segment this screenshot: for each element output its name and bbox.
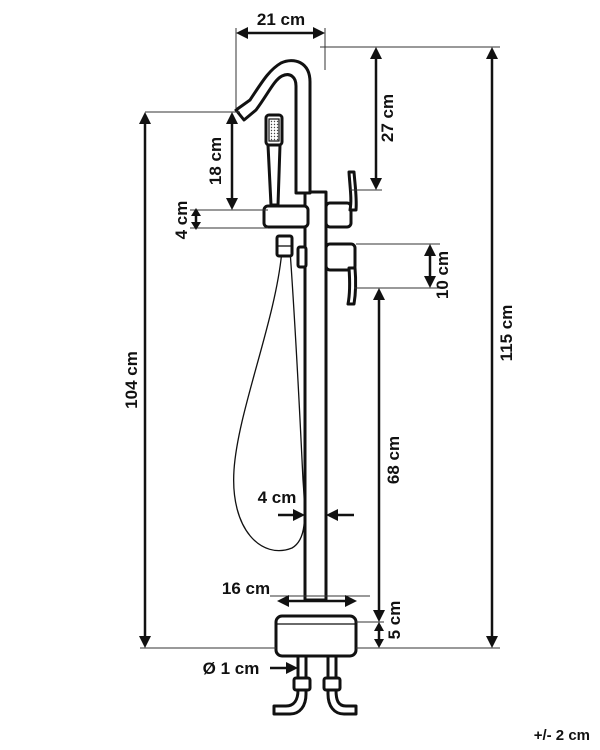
label-lower-lever-height: 68 cm [384,436,403,484]
floor-base [274,614,358,658]
lower-diverter-lever [296,242,358,306]
supply-pipes [272,654,358,716]
upper-mixer-lever [324,170,358,229]
main-column [303,190,328,602]
label-handshower-height: 18 cm [206,137,225,185]
label-base-diameter: 16 cm [222,579,270,598]
tolerance-note: +/- 2 cm [534,727,590,744]
label-cradle-height: 4 cm [172,201,191,240]
label-spout-outlet-height: 104 cm [122,351,141,409]
label-column-diameter: 4 cm [258,488,297,507]
shower-hose [233,249,306,552]
faucet-drawing [233,59,358,716]
label-lever-gap: 10 cm [433,251,452,299]
label-supply-diameter: Ø 1 cm [203,659,260,678]
label-total-height: 115 cm [497,305,516,362]
label-base-height: 5 cm [385,601,404,640]
shower-holder [262,204,310,229]
label-spout-reach: 21 cm [257,10,305,29]
dimension-arrows [139,27,498,674]
label-spout-height: 27 cm [378,94,397,142]
hand-shower [264,113,284,207]
dimension-labels: 21 cm 27 cm 115 cm 104 cm 18 cm 4 cm 10 … [122,10,590,744]
